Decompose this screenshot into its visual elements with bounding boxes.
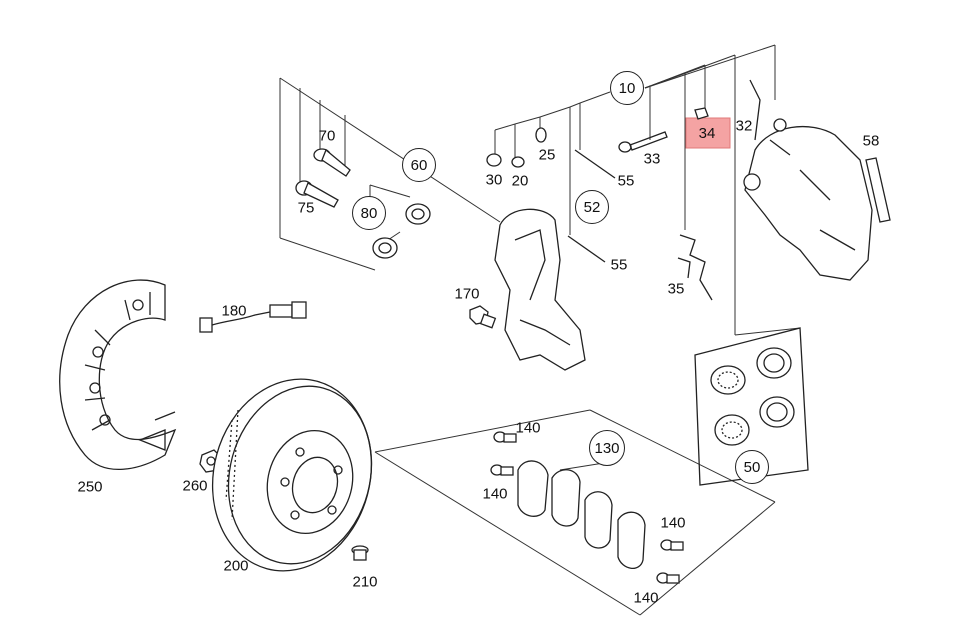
part-label-140-a: 140 xyxy=(515,419,541,437)
part-label-170: 170 xyxy=(454,285,480,303)
brake-disc-200 xyxy=(211,378,373,572)
part-label-75: 75 xyxy=(297,199,315,217)
caliper-carrier xyxy=(494,208,586,371)
bolt-75 xyxy=(295,180,339,208)
part-label-35: 35 xyxy=(667,280,685,298)
spring-35 xyxy=(677,234,713,301)
bleed-screw-34 xyxy=(694,107,709,120)
seal-kit-50 xyxy=(694,327,809,486)
part-callout-130: 130 xyxy=(589,430,625,466)
small-parts-20-25-30 xyxy=(486,127,547,168)
highlight-box-34 xyxy=(685,117,731,149)
part-callout-50: 50 xyxy=(735,450,769,484)
part-label-30: 30 xyxy=(485,171,503,189)
caliper-housing xyxy=(743,79,873,281)
part-callout-80: 80 xyxy=(352,196,386,230)
part-callout-52: 52 xyxy=(575,190,609,224)
part-label-20: 20 xyxy=(511,172,529,190)
screw-170 xyxy=(469,305,497,329)
part-label-70: 70 xyxy=(318,127,336,145)
part-label-250: 250 xyxy=(77,478,103,496)
bolts-140 xyxy=(490,431,684,584)
part-label-25: 25 xyxy=(538,146,556,164)
part-label-210: 210 xyxy=(352,573,378,591)
part-label-33: 33 xyxy=(643,150,661,168)
leader-lines xyxy=(279,44,801,616)
part-label-140-c: 140 xyxy=(660,514,686,532)
guide-pins-55 xyxy=(567,149,616,263)
part-label-58: 58 xyxy=(862,132,880,150)
part-label-180: 180 xyxy=(221,302,247,320)
bolt-70 xyxy=(313,148,351,177)
screw-210 xyxy=(351,545,369,561)
part-label-140-b: 140 xyxy=(482,485,508,503)
part-label-32: 32 xyxy=(735,117,753,135)
part-label-34-highlighted: 34 xyxy=(698,124,716,142)
part-callout-60: 60 xyxy=(402,148,436,182)
bushings-80 xyxy=(372,203,431,259)
part-label-200: 200 xyxy=(223,557,249,575)
part-label-55-lower: 55 xyxy=(610,256,628,274)
disc-shield-250 xyxy=(59,279,177,470)
bolt-33 xyxy=(618,131,668,153)
brake-pads-130 xyxy=(517,460,646,569)
wear-sensor-180 xyxy=(199,301,307,333)
part-label-55-upper: 55 xyxy=(617,172,635,190)
part-label-140-d: 140 xyxy=(633,589,659,607)
clip-58 xyxy=(865,157,891,223)
part-callout-10: 10 xyxy=(610,71,644,105)
part-label-260: 260 xyxy=(182,477,208,495)
